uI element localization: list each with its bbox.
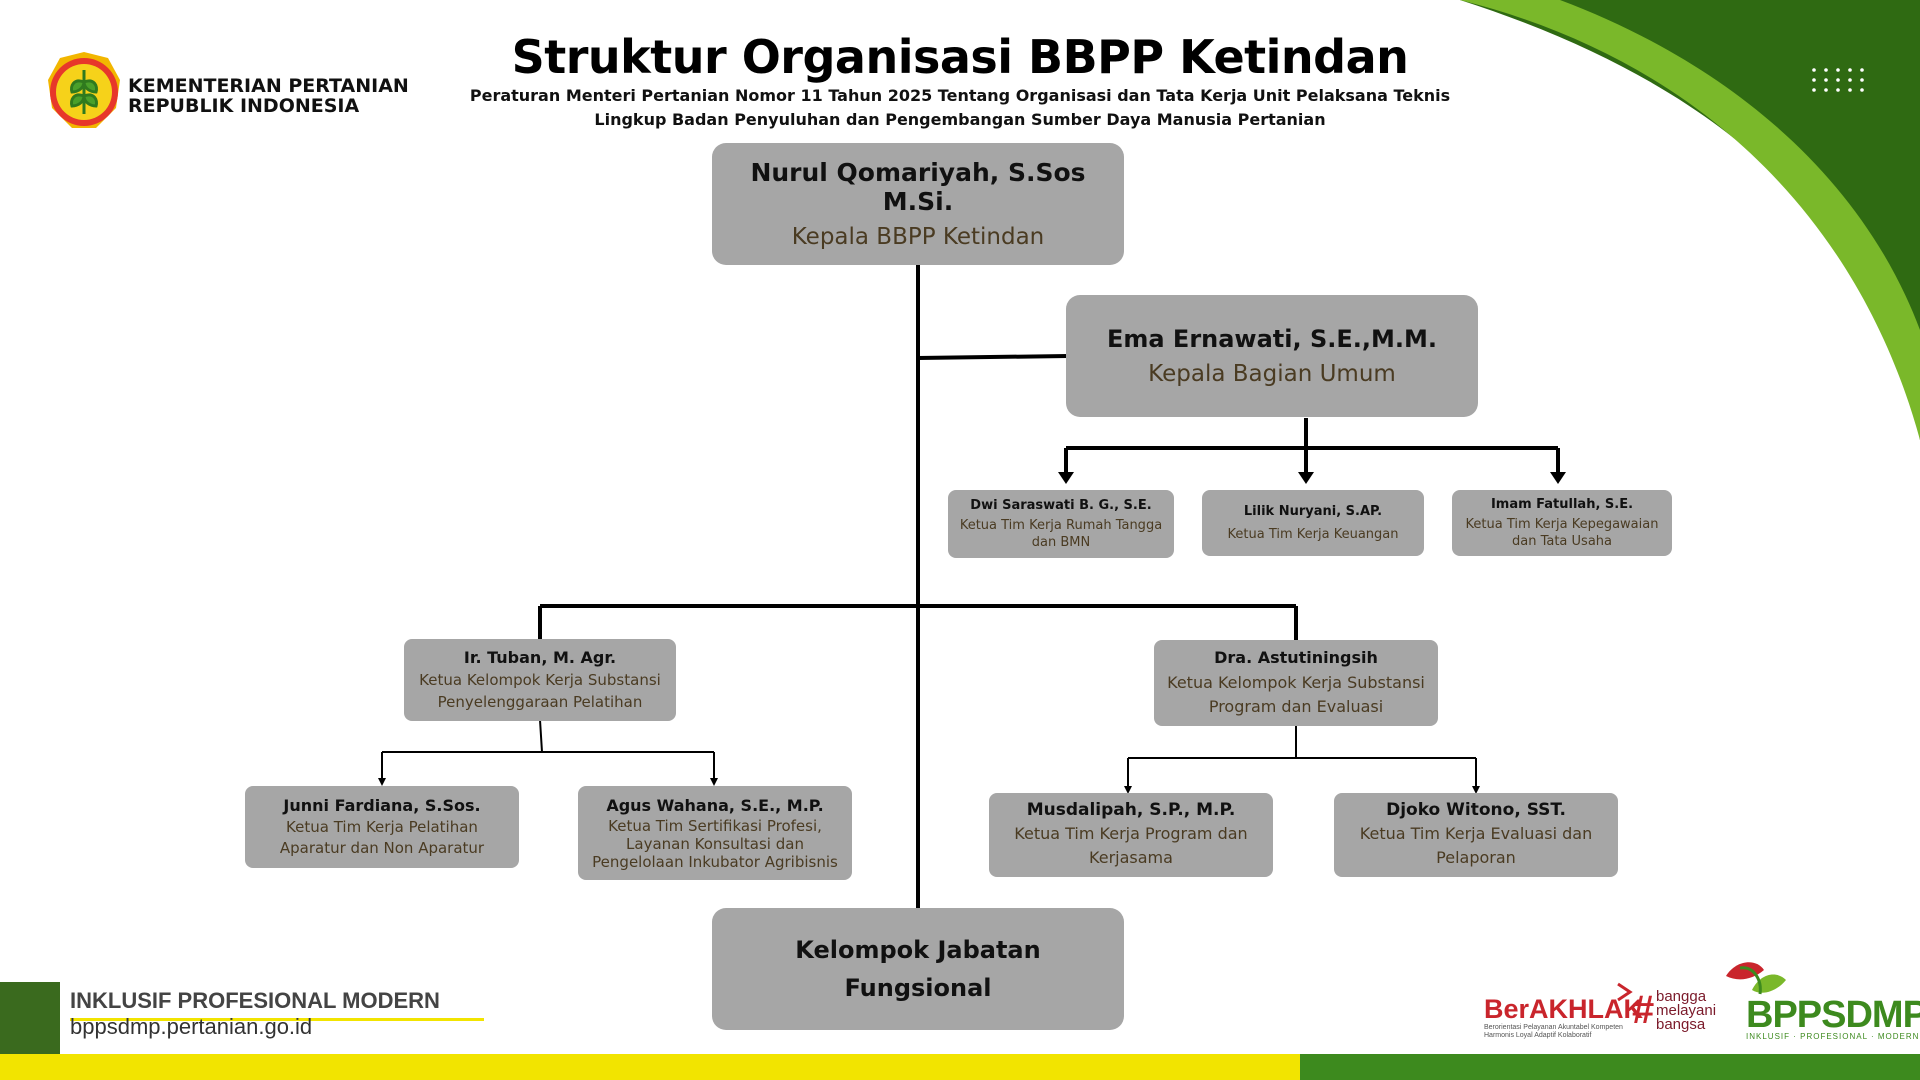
bangga-line1: bangga (1656, 988, 1707, 1005)
page-subtitle: Peraturan Menteri Pertanian Nomor 11 Tah… (469, 86, 1451, 129)
umum-name: Ema Ernawati, S.E.,M.M. (1106, 325, 1438, 353)
bangga-melayani-bangsa: bangga melayani bangsa (1656, 988, 1717, 1033)
dot-grid-icon (1812, 68, 1864, 92)
pelatihan-team-box: Junni Fardiana, S.Sos. Ketua Tim Kerja P… (245, 786, 519, 868)
footer-accent-square (0, 982, 60, 1054)
pelatihan-team-box: Agus Wahana, S.E., M.P. Ketua Tim Sertif… (578, 786, 852, 880)
umum-team-box: Lilik Nuryani, S.AP. Ketua Tim Kerja Keu… (1202, 490, 1424, 556)
hashtag-icon: # (1632, 988, 1655, 1032)
fungsional-line2: Fungsional (844, 974, 992, 1002)
wheat-emblem-icon (48, 52, 120, 128)
pelatihan-role: Ketua Kelompok Kerja Substansi Penyeleng… (419, 670, 661, 711)
arrowheads (1058, 472, 1566, 484)
bottom-stripe-green (1300, 1054, 1920, 1080)
umum-role: Kepala Bagian Umum (1148, 361, 1396, 387)
pelatihan-team-name: Junni Fardiana, S.Sos. (283, 795, 481, 815)
umum-team-role: Ketua Tim Kerja Keuangan (1227, 527, 1399, 542)
green-swoosh-dark (1460, 0, 1920, 440)
umum-team-role: Ketua Tim Kerja Kepegawaian dan Tata Usa… (1465, 516, 1659, 549)
program-role: Ketua Kelompok Kerja Substansi Program d… (1167, 672, 1425, 716)
program-team-name: Djoko Witono, SST. (1386, 800, 1566, 820)
pelatihan-team-role: Ketua Tim Sertifikasi Profesi, Layanan K… (592, 816, 838, 871)
footer-url: bppsdmp.pertanian.go.id (70, 1014, 313, 1039)
berakhlak-logo: BerAKHLAK (1484, 994, 1644, 1024)
bppsdmp-logo: BPPSDMP (1746, 994, 1920, 1036)
page-title: Struktur Organisasi BBPP Ketindan (511, 30, 1409, 84)
pelatihan-team-role: Ketua Tim Kerja Pelatihan Aparatur dan N… (279, 817, 485, 857)
footer-divider (70, 1018, 484, 1021)
bangga-line3: bangsa (1656, 1016, 1706, 1033)
umum-team-box: Dwi Saraswati B. G., S.E. Ketua Tim Kerj… (948, 490, 1174, 558)
umum-team-name: Imam Fatullah, S.E. (1490, 496, 1634, 512)
head-role: Kepala BBPP Ketindan (791, 224, 1045, 250)
bangga-line2: melayani (1656, 1002, 1717, 1019)
ministry-line2: REPUBLIK INDONESIA (128, 95, 360, 117)
head-name: Nurul Qomariyah, S.Sos M.Si. (750, 158, 1086, 216)
sub-connectors (381, 719, 1477, 788)
leaf-logo-icon (1726, 962, 1786, 995)
sub-arrowheads (378, 778, 1480, 794)
program-name: Dra. Astutiningsih (1214, 647, 1378, 667)
umum-team-name: Dwi Saraswati B. G., S.E. (970, 497, 1152, 513)
program-team-name: Musdalipah, S.P., M.P. (1026, 800, 1236, 820)
bppsdmp-tagline: INKLUSIF · PROFESIONAL · MODERN (1746, 1032, 1920, 1041)
umum-team-name: Lilik Nuryani, S.AP. (1243, 504, 1383, 519)
org-connectors (538, 264, 1560, 910)
ministry-line1: KEMENTERIAN PERTANIAN (128, 75, 409, 97)
ministry-name: KEMENTERIAN PERTANIAN REPUBLIK INDONESIA (128, 76, 409, 116)
fungsional-line1: Kelompok Jabatan (795, 936, 1041, 964)
pelatihan-team-name: Agus Wahana, S.E., M.P. (606, 795, 824, 815)
umum-team-role: Ketua Tim Kerja Rumah Tangga dan BMN (959, 517, 1163, 550)
fungsional-box: Kelompok Jabatan Fungsional (712, 908, 1124, 1030)
green-swoosh-light (1460, 0, 1920, 440)
program-team-box: Djoko Witono, SST. Ketua Tim Kerja Evalu… (1334, 793, 1618, 877)
pelatihan-name: Ir. Tuban, M. Agr. (463, 647, 617, 667)
program-team-role: Ketua Tim Kerja Program dan Kerjasama (1014, 824, 1248, 867)
footer-tagline: INKLUSIF PROFESIONAL MODERN (70, 988, 440, 1013)
umum-team-box: Imam Fatullah, S.E. Ketua Tim Kerja Kepe… (1452, 490, 1672, 556)
arrow-icon (1617, 982, 1633, 1002)
pelatihan-box: Ir. Tuban, M. Agr. Ketua Kelompok Kerja … (404, 639, 676, 721)
berakhlak-values: Berorientasi Pelayanan Akuntabel Kompete… (1484, 1024, 1623, 1039)
program-box: Dra. Astutiningsih Ketua Kelompok Kerja … (1154, 640, 1438, 726)
head-box: Nurul Qomariyah, S.Sos M.Si. Kepala BBPP… (712, 143, 1124, 265)
program-team-box: Musdalipah, S.P., M.P. Ketua Tim Kerja P… (989, 793, 1273, 877)
umum-box: Ema Ernawati, S.E.,M.M. Kepala Bagian Um… (1066, 295, 1478, 417)
program-team-role: Ketua Tim Kerja Evaluasi dan Pelaporan (1359, 824, 1593, 867)
